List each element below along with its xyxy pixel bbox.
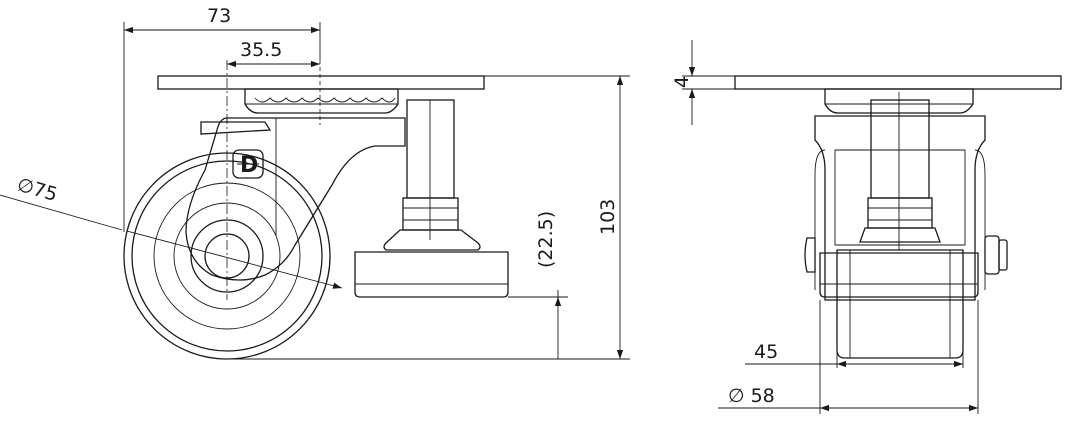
side-hex-nut: [402, 197, 459, 231]
dim-overall-width: 73: [207, 5, 231, 27]
front-leveler-pad: [819, 252, 979, 298]
front-top-plate: [734, 75, 1062, 90]
dim-wheel-width: 45: [754, 341, 778, 363]
dim-overall-height: 103: [597, 199, 619, 235]
front-wheel: [836, 249, 964, 359]
front-view: 4 45 ∅ 58: [671, 40, 1062, 414]
side-view: D 73 35.5 ∅75 (22.5) 103: [0, 5, 630, 360]
side-top-plate: [157, 75, 485, 90]
front-hex-nut: [867, 197, 933, 229]
brand-logo-box: [232, 149, 264, 179]
side-leveler-rod: [406, 99, 455, 199]
side-brake-lever: [200, 121, 272, 135]
dim-mount-center: 35.5: [240, 39, 282, 61]
side-wheel-outer: [123, 152, 331, 360]
front-fork: [814, 115, 986, 301]
side-fork: [185, 117, 406, 281]
dim-leveler-travel: (22.5): [535, 211, 557, 268]
front-axle-nut: [984, 235, 1000, 275]
front-bearing-ring: [824, 88, 974, 114]
side-bearing-ring: [244, 88, 399, 114]
front-leveler-rod: [870, 99, 930, 199]
dim-tread-diameter: ∅ 58: [728, 385, 775, 407]
brand-logo-letter: D: [240, 153, 258, 178]
side-leveler-pad: [354, 251, 509, 298]
side-leveler-cone: [383, 229, 481, 251]
dim-plate-thickness: 4: [671, 76, 693, 88]
